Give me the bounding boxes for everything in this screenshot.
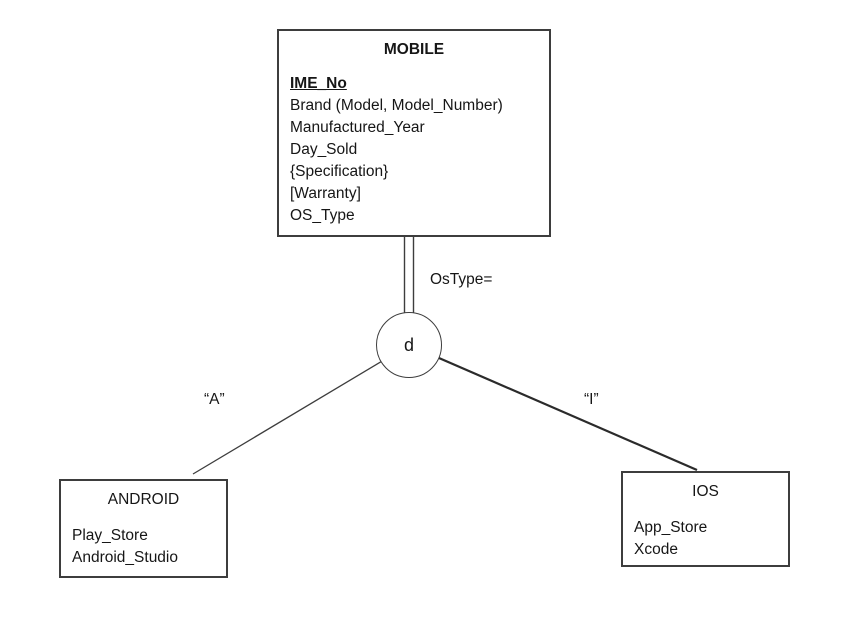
specialization-circle: d: [376, 312, 442, 378]
attribute: Manufactured_Year: [290, 119, 425, 136]
circle-to-ios-connector: [408, 343, 698, 472]
attribute-key: IME_No: [290, 75, 347, 92]
android-edge-label: “A”: [204, 391, 225, 408]
specialization-condition-label: OsType=: [430, 271, 493, 288]
attribute: [Warranty]: [290, 185, 361, 202]
specialization-circle-label: d: [403, 334, 414, 355]
circle-to-android-connector: [192, 344, 410, 475]
entity-ios-title: IOS: [692, 483, 719, 500]
entity-mobile-attributes: IME_No Brand (Model, Model_Number) Manuf…: [279, 73, 549, 227]
ios-edge-label: “I”: [584, 391, 599, 408]
entity-android-attributes: Play_Store Android_Studio: [61, 525, 226, 569]
entity-mobile: MOBILE IME_No Brand (Model, Model_Number…: [277, 29, 551, 237]
attribute: Day_Sold: [290, 141, 358, 158]
attribute: Xcode: [634, 541, 678, 558]
entity-mobile-title: MOBILE: [383, 41, 445, 58]
entity-android-title: ANDROID: [107, 491, 180, 508]
attribute: Android_Studio: [72, 549, 178, 566]
attribute: App_Store: [634, 519, 708, 536]
attribute: OS_Type: [290, 207, 355, 224]
entity-ios-attributes: App_Store Xcode: [623, 517, 788, 561]
attribute: {Specification}: [290, 163, 389, 180]
attribute: Play_Store: [72, 527, 148, 544]
entity-android: ANDROID Play_Store Android_Studio: [59, 479, 228, 578]
attribute: Brand (Model, Model_Number): [290, 97, 503, 114]
entity-ios: IOS App_Store Xcode: [621, 471, 790, 567]
